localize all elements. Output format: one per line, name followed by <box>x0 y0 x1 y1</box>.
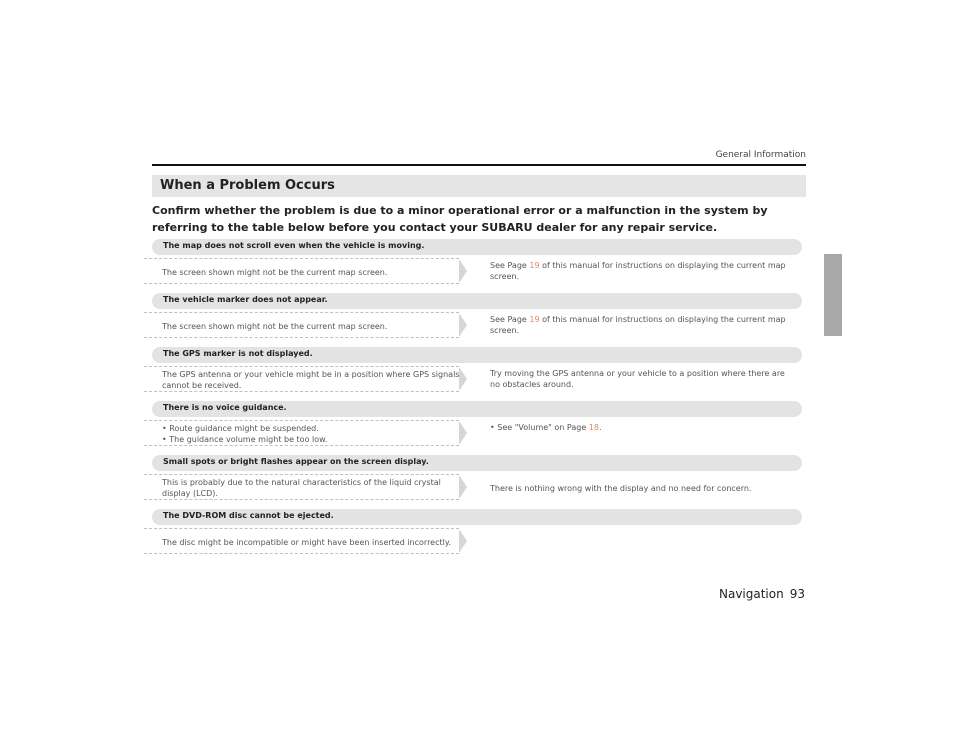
problem-label: The DVD-ROM disc cannot be ejected. <box>163 511 334 520</box>
problem-label: The vehicle marker does not appear. <box>163 295 328 304</box>
problem-bar: The vehicle marker does not appear. <box>152 293 802 309</box>
page-reference-link[interactable]: 19 <box>529 315 540 324</box>
remedy-text-pre: See Page <box>490 315 530 324</box>
cause-text: The screen shown might not be the curren… <box>162 322 388 331</box>
problem-bar: Small spots or bright flashes appear on … <box>152 455 802 471</box>
cause-text: This is probably due to the natural char… <box>162 478 441 498</box>
running-header: General Information <box>715 150 806 160</box>
cause-list: • Route guidance might be suspended. • T… <box>162 423 462 445</box>
header-rule <box>152 164 806 166</box>
problem-label: The GPS marker is not displayed. <box>163 349 313 358</box>
table-row: The map does not scroll even when the ve… <box>144 239 802 293</box>
remedy-text: There is nothing wrong with the display … <box>490 484 752 493</box>
section-title: When a Problem Occurs <box>160 178 335 193</box>
remedy-text: See Page 19 of this manual for instructi… <box>490 260 790 282</box>
cause-text: The disc might be incompatible or might … <box>162 538 451 547</box>
table-row: There is no voice guidance. • Route guid… <box>144 401 802 455</box>
remedy-text-pre: See "Volume" on Page <box>497 423 589 432</box>
remedy-text-post: of this manual for instructions on displ… <box>490 315 786 335</box>
problem-label: There is no voice guidance. <box>163 403 287 412</box>
problem-bar: There is no voice guidance. <box>152 401 802 417</box>
chapter-name: Navigation <box>718 587 784 601</box>
cause-box <box>144 528 467 554</box>
cause-text: The screen shown might not be the curren… <box>162 268 388 277</box>
table-row: The DVD-ROM disc cannot be ejected. The … <box>144 509 802 563</box>
cause-box <box>144 258 467 284</box>
problem-bar: The map does not scroll even when the ve… <box>152 239 802 255</box>
page-footer: Navigation 93 <box>713 587 805 601</box>
page-reference-link[interactable]: 18 <box>588 423 599 432</box>
cause-box <box>144 420 467 446</box>
page-reference-link[interactable]: 19 <box>529 261 540 270</box>
list-item: • Route guidance might be suspended. <box>162 423 462 434</box>
problem-label: Small spots or bright flashes appear on … <box>163 457 429 466</box>
table-row: The GPS marker is not displayed. The GPS… <box>144 347 802 401</box>
cause-item-text: Route guidance might be suspended. <box>169 424 319 433</box>
problem-bar: The DVD-ROM disc cannot be ejected. <box>152 509 802 525</box>
problem-bar: The GPS marker is not displayed. <box>152 347 802 363</box>
bullet-icon: • <box>162 435 170 444</box>
chapter-side-tab <box>824 254 842 336</box>
problem-label: The map does not scroll even when the ve… <box>163 241 425 250</box>
list-item: • The guidance volume might be too low. <box>162 434 462 445</box>
cause-box <box>144 474 467 500</box>
cause-item-text: The guidance volume might be too low. <box>169 435 328 444</box>
remedy-text: • See "Volume" on Page 18. <box>490 422 790 433</box>
remedy-text-pre: See Page <box>490 261 530 270</box>
bullet-icon: • <box>162 424 170 433</box>
page-number: 93 <box>789 587 805 601</box>
remedy-text: Try moving the GPS antenna or your vehic… <box>490 369 785 389</box>
bullet-icon: • <box>490 423 498 432</box>
cause-box <box>144 312 467 338</box>
troubleshooting-table: The map does not scroll even when the ve… <box>144 239 802 563</box>
section-heading-bar: When a Problem Occurs <box>152 175 806 197</box>
intro-paragraph: Confirm whether the problem is due to a … <box>152 204 768 234</box>
remedy-text-post: of this manual for instructions on displ… <box>490 261 786 281</box>
remedy-text: See Page 19 of this manual for instructi… <box>490 314 790 336</box>
remedy-text-post: . <box>599 423 602 432</box>
cause-box <box>144 366 467 392</box>
table-row: Small spots or bright flashes appear on … <box>144 455 802 509</box>
cause-text: The GPS antenna or your vehicle might be… <box>162 370 460 390</box>
table-row: The vehicle marker does not appear. The … <box>144 293 802 347</box>
